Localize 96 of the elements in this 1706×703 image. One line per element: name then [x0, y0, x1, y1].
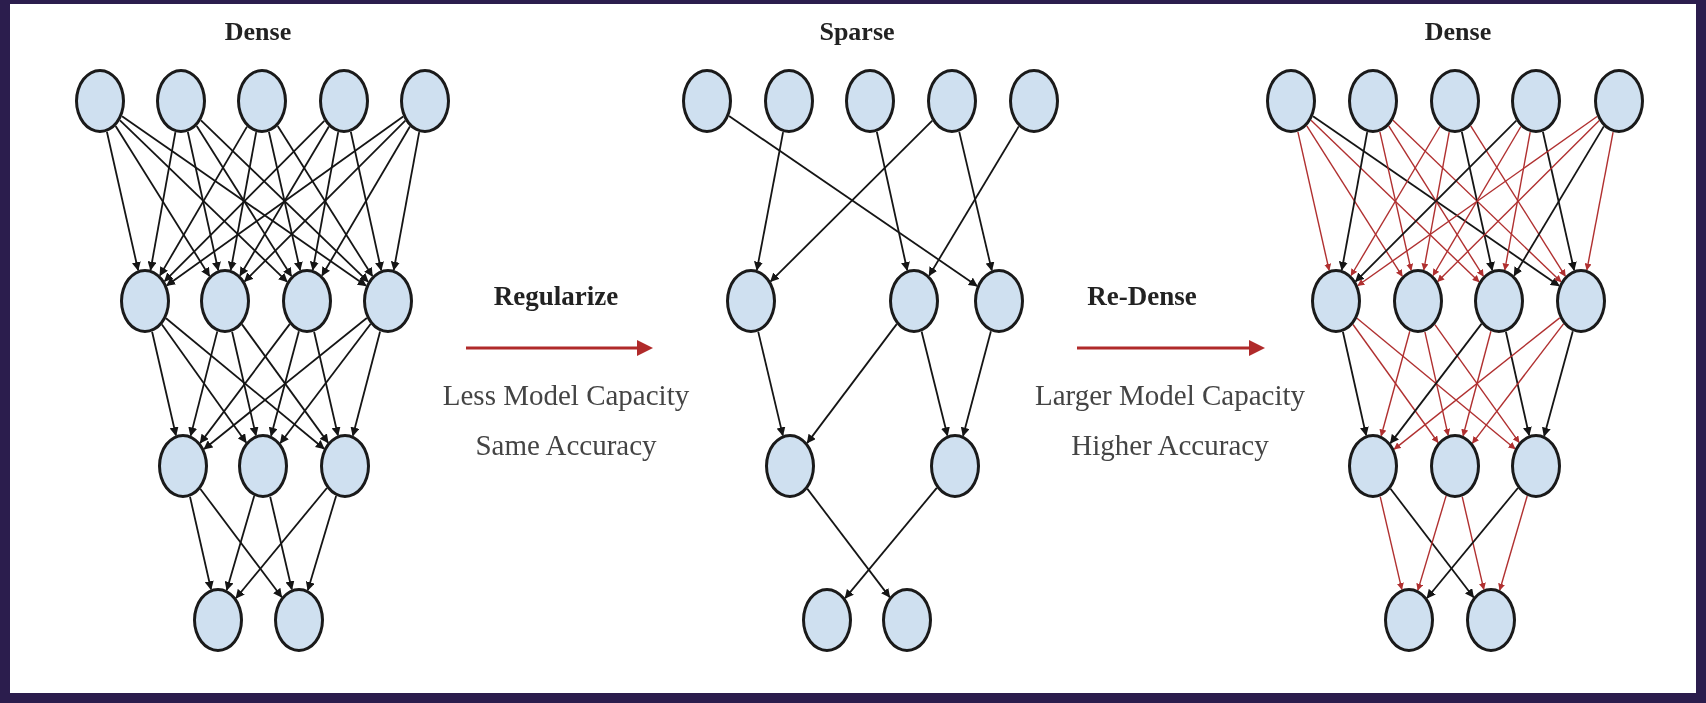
arrow — [1389, 323, 1483, 444]
arrow — [1470, 125, 1566, 277]
arrow — [1379, 131, 1414, 271]
arrow — [1437, 119, 1600, 283]
arrow — [728, 115, 978, 287]
arrow — [189, 495, 214, 591]
arrow — [1471, 323, 1565, 444]
arrow — [313, 330, 341, 437]
arrow — [1379, 330, 1411, 437]
arrow — [227, 131, 258, 271]
arrow — [1460, 130, 1495, 272]
arrow — [114, 125, 211, 277]
arrow — [1392, 119, 1562, 283]
arrow — [928, 125, 1020, 277]
arrow — [1379, 496, 1404, 590]
arrow — [231, 330, 259, 437]
arrow — [200, 119, 369, 283]
arrow — [195, 125, 293, 277]
arrow — [1502, 131, 1531, 271]
arrow — [106, 130, 141, 272]
arrow — [960, 330, 992, 437]
arrow — [199, 488, 283, 598]
arrow — [203, 317, 368, 450]
arrow — [1542, 330, 1574, 437]
arrow — [186, 130, 221, 272]
arrow — [1306, 125, 1403, 277]
arrow — [268, 330, 300, 437]
arrow — [199, 323, 291, 444]
arrow — [875, 130, 910, 272]
arrow — [305, 495, 337, 591]
arrow — [1352, 323, 1439, 444]
arrow — [161, 323, 247, 444]
arrow — [1393, 317, 1561, 450]
arrow — [350, 330, 381, 437]
arrow — [159, 125, 248, 277]
arrow — [390, 131, 421, 271]
arrow — [1389, 487, 1475, 599]
panel-heading: Sparse — [819, 18, 895, 47]
arrow — [1356, 317, 1516, 450]
arrow — [1416, 495, 1447, 591]
arrow — [1350, 125, 1441, 277]
arrow — [239, 125, 330, 277]
note-text: Same Accuracy — [475, 430, 657, 462]
arrow — [769, 119, 934, 283]
arrow — [224, 495, 256, 591]
arrow — [1297, 131, 1332, 271]
arrow — [1312, 115, 1560, 287]
arrow — [754, 131, 784, 271]
arrow — [1357, 115, 1598, 287]
arrow — [165, 317, 325, 450]
arrow — [1542, 130, 1577, 272]
arrow — [243, 119, 407, 283]
arrow — [1354, 119, 1518, 283]
panel-heading: Dense — [1424, 18, 1492, 47]
arrow — [309, 131, 340, 271]
arrow — [151, 330, 179, 437]
arrow — [121, 115, 367, 287]
arrow — [1424, 331, 1451, 436]
arrow — [235, 487, 328, 599]
panel-heading: Dense — [224, 18, 292, 47]
arrow — [163, 119, 326, 283]
arrow — [958, 130, 995, 272]
arrow — [1310, 119, 1480, 283]
arrow — [268, 130, 303, 272]
note-text: Higher Accuracy — [1071, 430, 1269, 462]
arrow — [1461, 496, 1486, 590]
arrow — [241, 323, 329, 444]
arrow-label: Re-Dense — [1087, 282, 1197, 312]
arrow-label: Regularize — [493, 282, 619, 312]
arrow — [1584, 131, 1614, 271]
arrow — [119, 119, 288, 283]
arrow — [806, 488, 891, 598]
arrow — [757, 330, 786, 437]
arrow — [1461, 330, 1492, 437]
note-text: Larger Model Capacity — [1035, 380, 1305, 412]
arrow — [1498, 495, 1528, 591]
arrow — [321, 125, 411, 277]
arrow — [1432, 125, 1522, 277]
arrow — [188, 330, 219, 437]
arrow — [1421, 131, 1450, 271]
arrow — [1388, 125, 1484, 277]
arrow — [1338, 131, 1369, 271]
arrow — [1342, 330, 1369, 437]
arrow — [269, 495, 295, 591]
arrow — [920, 330, 950, 437]
arrow — [349, 130, 384, 272]
arrow — [1513, 125, 1605, 277]
note-text: Less Model Capacity — [442, 380, 690, 412]
arrow — [1434, 323, 1520, 444]
arrow — [844, 487, 938, 599]
arrow — [1505, 330, 1532, 437]
arrow — [279, 323, 372, 444]
arrow — [806, 323, 898, 444]
arrow — [1426, 487, 1519, 599]
arrow — [276, 125, 374, 277]
arrow — [147, 131, 177, 271]
